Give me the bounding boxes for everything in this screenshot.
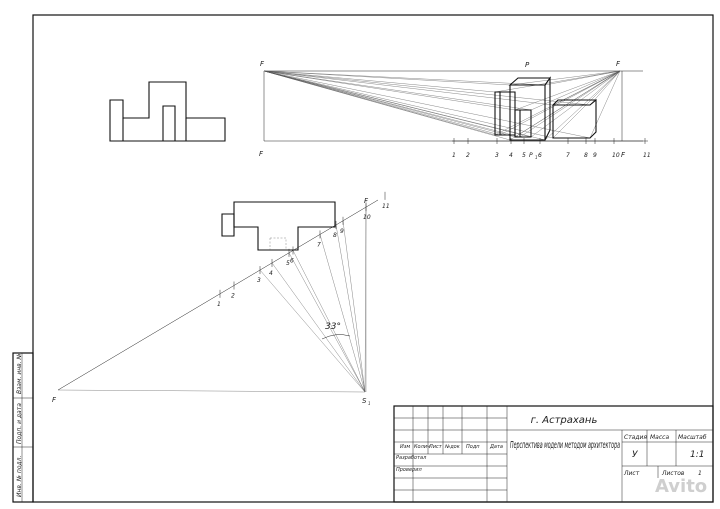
- ground-tick-label-6: 6: [538, 152, 542, 159]
- ray-left-11: [263, 70, 511, 141]
- plan-tick-label-11: 11: [382, 203, 390, 210]
- drawing-title-line: Перспектива модели методом архитектора: [510, 440, 620, 451]
- principal-point-label: P: [525, 61, 530, 69]
- sight-ray-8: [335, 224, 366, 393]
- ground-tick-label-3: 3: [495, 152, 499, 159]
- ray-left-6: [263, 70, 546, 86]
- front-elevation: [109, 81, 226, 142]
- ray-left-13: [263, 70, 521, 138]
- col-header-list: Лист: [428, 444, 443, 450]
- ray-right-5: [530, 70, 621, 138]
- plan-tick-label-7: 7: [317, 241, 321, 248]
- vp-left-label: F: [260, 60, 265, 68]
- ray-left-7: [263, 70, 546, 141]
- ray-left-9: [263, 70, 554, 139]
- station-point-index: 1: [368, 401, 371, 406]
- plan-tick-label-9: 9: [340, 228, 344, 235]
- ray-right-10: [509, 70, 621, 86]
- side-strip: Инв. № подл. Подп. и дата Взам. инв. №: [12, 352, 34, 503]
- sheet-frame: [32, 14, 714, 503]
- ground-tick-label-7: 7: [566, 152, 570, 159]
- ray-left-2: [263, 70, 516, 111]
- ray-left-0: [263, 70, 496, 93]
- ray-left-8: [263, 70, 554, 106]
- sight-ray-5: [288, 252, 366, 393]
- ground-tick-label-4: 4: [509, 152, 513, 159]
- stage-value: У: [632, 450, 638, 460]
- plan-tick-label-3: 3: [257, 277, 261, 284]
- principal-ground-index: 1: [535, 155, 538, 160]
- sight-ray-4: [271, 262, 366, 393]
- plan-tick-label-6: 6: [290, 257, 294, 264]
- plan-vp-left-label: F: [52, 396, 57, 404]
- sheets-value: 1: [698, 470, 702, 477]
- vp-left-ground-label: F: [259, 150, 264, 158]
- station-point-label: S: [362, 397, 367, 405]
- col-header-izm: Изм: [400, 444, 410, 450]
- col-header-sign: Подп: [466, 444, 480, 450]
- ray-left-15: [263, 70, 591, 139]
- ground-tick-label-5: 5: [522, 152, 526, 159]
- ground-tick-label-2: 2: [466, 152, 470, 159]
- ray-right-0: [494, 70, 621, 93]
- plan-tick-label-10: 10: [363, 214, 371, 221]
- ray-right-15: [589, 70, 621, 139]
- sight-ray-3: [259, 269, 366, 393]
- title-block: Изм Колич Лист №док Подп Дата Разработал…: [393, 405, 714, 503]
- watermark-text: Avito: [655, 476, 707, 497]
- plan-vp-right-label: F: [364, 197, 369, 205]
- side-label-inv: Инв. № подл.: [16, 456, 23, 497]
- ray-right-2: [514, 70, 621, 111]
- ray-right-6: [544, 70, 621, 86]
- ray-right-14: [589, 70, 621, 106]
- ground-tick-label-10: 10: [612, 152, 620, 159]
- ground-tick-label-11: 11: [643, 152, 651, 159]
- ray-left-3: [263, 70, 516, 138]
- col-header-kol: Колич: [414, 444, 430, 450]
- sheet-label: Лист: [623, 470, 640, 477]
- side-label-replace: Взам. инв. №: [16, 353, 23, 394]
- ground-tick-label-8: 8: [584, 152, 588, 159]
- scale-header: Масштаб: [678, 434, 707, 441]
- city-name: г. Астрахань: [531, 415, 598, 426]
- plan-tick-label-8: 8: [333, 232, 337, 239]
- col-header-doc: №док: [444, 444, 460, 450]
- sight-ray-7: [319, 234, 366, 393]
- vp-right-label: F: [616, 60, 621, 68]
- vp-right-ground-label: F: [621, 151, 626, 159]
- stage-header: Стадия: [624, 434, 647, 441]
- ray-right-13: [519, 70, 621, 138]
- plan-tick-label-2: 2: [231, 293, 235, 300]
- sight-ray-9: [342, 220, 366, 393]
- ray-left-4: [263, 70, 532, 111]
- ray-right-12: [499, 70, 621, 136]
- plan-tick-label-4: 4: [269, 270, 273, 277]
- ray-right-4: [530, 70, 621, 111]
- view-angle-label: 33°: [325, 322, 341, 332]
- ground-tick-label-9: 9: [593, 152, 597, 159]
- ray-left-10: [263, 70, 511, 86]
- ground-tick-label-1: 1: [452, 152, 456, 159]
- sight-ray-6: [292, 250, 366, 393]
- col-header-date: Дата: [489, 444, 503, 450]
- row-label-checker: Проверил: [396, 467, 422, 473]
- plan-tick-label-5: 5: [286, 260, 290, 267]
- row-label-developer: Разработал: [396, 455, 427, 461]
- ray-right-8: [552, 70, 621, 106]
- principal-ground-label: P: [529, 152, 533, 159]
- ray-left-14: [263, 70, 591, 106]
- mass-header: Масса: [650, 434, 669, 441]
- sheets-label: Листов: [661, 470, 685, 477]
- ray-left-12: [263, 70, 501, 136]
- plan-tick-label-1: 1: [217, 301, 221, 308]
- scale-value: 1:1: [690, 450, 704, 460]
- side-label-sign: Подп. и дата: [16, 403, 23, 444]
